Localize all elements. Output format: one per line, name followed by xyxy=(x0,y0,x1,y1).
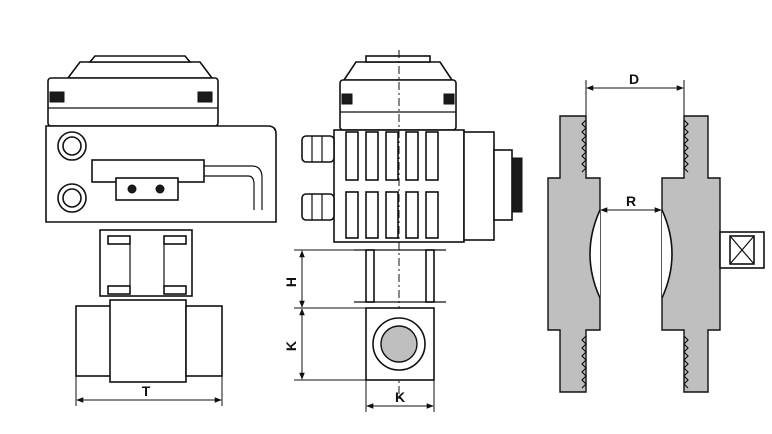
side-port-inner xyxy=(380,325,418,363)
side-bracket-left xyxy=(365,249,375,303)
side-bracket-right xyxy=(425,249,435,303)
dimension-label-k-horizontal: K xyxy=(395,389,405,405)
dimension-label-t: T xyxy=(142,383,151,399)
side-actuator-cover xyxy=(339,79,457,131)
cover-seal-left xyxy=(49,91,65,103)
side-actuator-cap xyxy=(342,61,454,81)
side-override-knob xyxy=(511,157,523,213)
side-cable-gland-upper xyxy=(301,135,335,163)
thread-left-lower xyxy=(581,335,587,389)
side-cover-plate xyxy=(463,131,495,241)
cooling-fins-upper xyxy=(345,131,439,181)
section-body-left xyxy=(547,115,601,393)
front-view: T xyxy=(45,55,277,406)
valve-body xyxy=(109,299,187,383)
cooling-fins-lower xyxy=(345,191,439,239)
dimension-label-h: H xyxy=(283,277,299,287)
section-view: D R xyxy=(547,71,765,393)
ball-right-edge xyxy=(661,209,673,299)
valve-end-left xyxy=(75,305,113,377)
indicator-lamp-1 xyxy=(127,184,137,194)
dimension-label-d: D xyxy=(629,71,639,87)
indicator-lamp-2 xyxy=(155,184,165,194)
dimension-label-r: R xyxy=(626,193,636,209)
side-manual-override xyxy=(493,149,513,221)
thread-left-upper xyxy=(581,119,587,173)
actuator-cap-ridge xyxy=(88,55,192,63)
cover-seal-right xyxy=(197,91,213,103)
dimension-label-k-vertical: K xyxy=(283,341,299,351)
side-view: H K K xyxy=(283,50,523,412)
thread-right-upper xyxy=(683,119,689,173)
thread-right-lower xyxy=(683,335,689,389)
side-cable-gland-lower xyxy=(301,193,335,221)
valve-end-right xyxy=(185,305,223,377)
actuator-cover xyxy=(47,77,219,127)
indicator-window xyxy=(115,177,179,201)
actuator-top-cap xyxy=(66,61,214,79)
ball-left-edge xyxy=(589,209,601,299)
section-body-right xyxy=(661,115,721,393)
